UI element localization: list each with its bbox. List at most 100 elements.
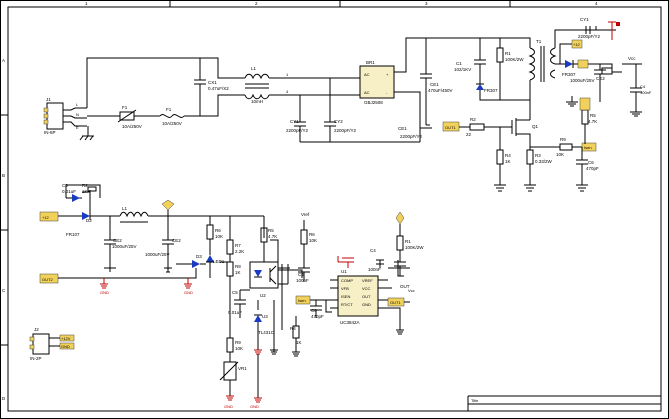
- capacitor-c9: [376, 259, 384, 268]
- resistor-r11: [300, 229, 308, 245]
- fuse-value: 10A/250V: [162, 121, 182, 126]
- output-ground-icon: GND GND: [100, 278, 193, 295]
- col-number-3: 3: [425, 1, 428, 6]
- net-vcc-label: Vcc: [408, 288, 415, 293]
- shunt-regulator-u3: [254, 315, 262, 322]
- c4-ref: C4: [298, 272, 304, 277]
- r2-value: 22: [466, 132, 472, 137]
- t1-ref: T1: [536, 39, 542, 44]
- d2-ref: D2: [86, 218, 92, 223]
- capacitor-c10: [394, 261, 406, 267]
- r3-ref: R3: [535, 153, 541, 158]
- connector-j2: [32, 333, 50, 355]
- led1-ref: LED1: [213, 259, 225, 264]
- r8-ref: R8: [235, 264, 241, 269]
- net-vref-left: Vref: [301, 212, 310, 217]
- cx1-value: 0.47uF/X2: [208, 86, 229, 91]
- q1-ref: Q1: [532, 124, 539, 129]
- capacitor-c7: [310, 300, 322, 318]
- r10-value: 4.7K: [268, 234, 277, 239]
- optocoupler-u2: [249, 261, 279, 289]
- diode-d6: [476, 84, 484, 90]
- r5-ref: R5: [590, 113, 596, 118]
- ce2-value: 1000uF/25V: [570, 78, 595, 83]
- output-ground-icon: [608, 21, 616, 40]
- r4-ref: R4: [505, 153, 511, 158]
- optocoupler-u2-led: [254, 270, 262, 277]
- l1-ref: L1: [251, 66, 257, 71]
- u1-pin-rtct: RT/CT: [341, 302, 353, 307]
- cy2-value: 2200pF/Y2: [334, 128, 357, 133]
- ce4-ref: CE2: [172, 238, 181, 243]
- ce1-value: 470uF/450V: [428, 88, 453, 93]
- ground-icon: [566, 96, 642, 117]
- cout-value: 100nF: [640, 90, 652, 95]
- row-letter-d: D: [2, 396, 6, 401]
- optocoupler-u2-transistor: [269, 265, 277, 285]
- mosfet-q1: [511, 118, 517, 136]
- row-letter-c: C: [2, 288, 6, 293]
- u2-ref: U2: [260, 293, 266, 298]
- net-vin: +12: [42, 215, 50, 220]
- c2-value: 0.01uF: [62, 189, 76, 194]
- ground-c6: [576, 184, 588, 192]
- cy4-value: 2200pF/Y2: [578, 34, 601, 39]
- r6-ref: R6: [215, 228, 221, 233]
- diode-d4: [192, 260, 200, 268]
- ce3-ref: CE2: [113, 238, 122, 243]
- net-out1-b: OUT1: [390, 300, 401, 305]
- r12-ref: R4: [290, 326, 296, 331]
- net-vo: +12: [573, 42, 581, 47]
- capacitor-ce4: [162, 216, 174, 272]
- c5-value: 0.01uF: [228, 310, 242, 315]
- inductor-lo: [119, 211, 149, 218]
- capacitor-ce3: [104, 216, 116, 272]
- d6-part: FR307: [484, 88, 498, 93]
- u1-pin-vfb: VFB: [341, 286, 349, 291]
- d4-ref: D3: [196, 254, 202, 259]
- c6-value: 470pF: [586, 166, 599, 171]
- j2-pin-plus: +12V: [61, 336, 71, 341]
- capacitor-cy1: [294, 95, 306, 142]
- c7-ref: C6: [311, 308, 317, 313]
- j1-pin-l: L: [76, 102, 79, 107]
- d2-part: FR107: [66, 232, 80, 237]
- r12-value: 1K: [296, 340, 302, 345]
- net-isen: Isen: [584, 145, 592, 150]
- r3-value: 0.33/2W: [535, 159, 553, 164]
- j1-ref: J1: [46, 97, 51, 102]
- f1-value: 10A/250V: [122, 124, 142, 129]
- ground-rsense: [524, 184, 536, 192]
- j1-pin-1: [43, 107, 49, 113]
- r4-value: 1K: [505, 159, 511, 164]
- ground-u1: [396, 329, 404, 335]
- connector-j1: [46, 102, 64, 130]
- resistor-r13: [396, 235, 404, 251]
- r7-value: 2.2K: [235, 249, 244, 254]
- br1-pin-plus: +: [386, 72, 389, 77]
- br1-pin-minus: -: [386, 90, 388, 95]
- capacitor-c6: [576, 147, 588, 185]
- j2-pin-2: [29, 344, 35, 350]
- inductor-l2: [601, 67, 613, 75]
- ground-rc: [292, 351, 300, 357]
- resistor-r8: [226, 261, 234, 277]
- net-out2: OUT2: [42, 277, 53, 282]
- capacitor-c8: [342, 257, 354, 268]
- resistor-r4: [496, 149, 504, 165]
- ce1-ref: CE1: [430, 82, 439, 87]
- cy4-ref: CY1: [580, 17, 589, 22]
- capacitor-cy4: [585, 26, 591, 34]
- r13-value: 100K/2W: [405, 245, 424, 250]
- ce3-value: 1000uF/25V: [112, 244, 137, 249]
- r5-value: 4.7K: [588, 119, 597, 124]
- fuse-f1: [159, 114, 185, 118]
- net-label-vcc-right: [579, 97, 591, 111]
- j2-pin-gnd: GND: [61, 344, 70, 349]
- r10-ref: R5: [268, 228, 274, 233]
- net-label-vo-diamond: [161, 199, 175, 211]
- row-letter-a: A: [2, 58, 5, 63]
- br1-pin-ac1: AC: [364, 72, 370, 77]
